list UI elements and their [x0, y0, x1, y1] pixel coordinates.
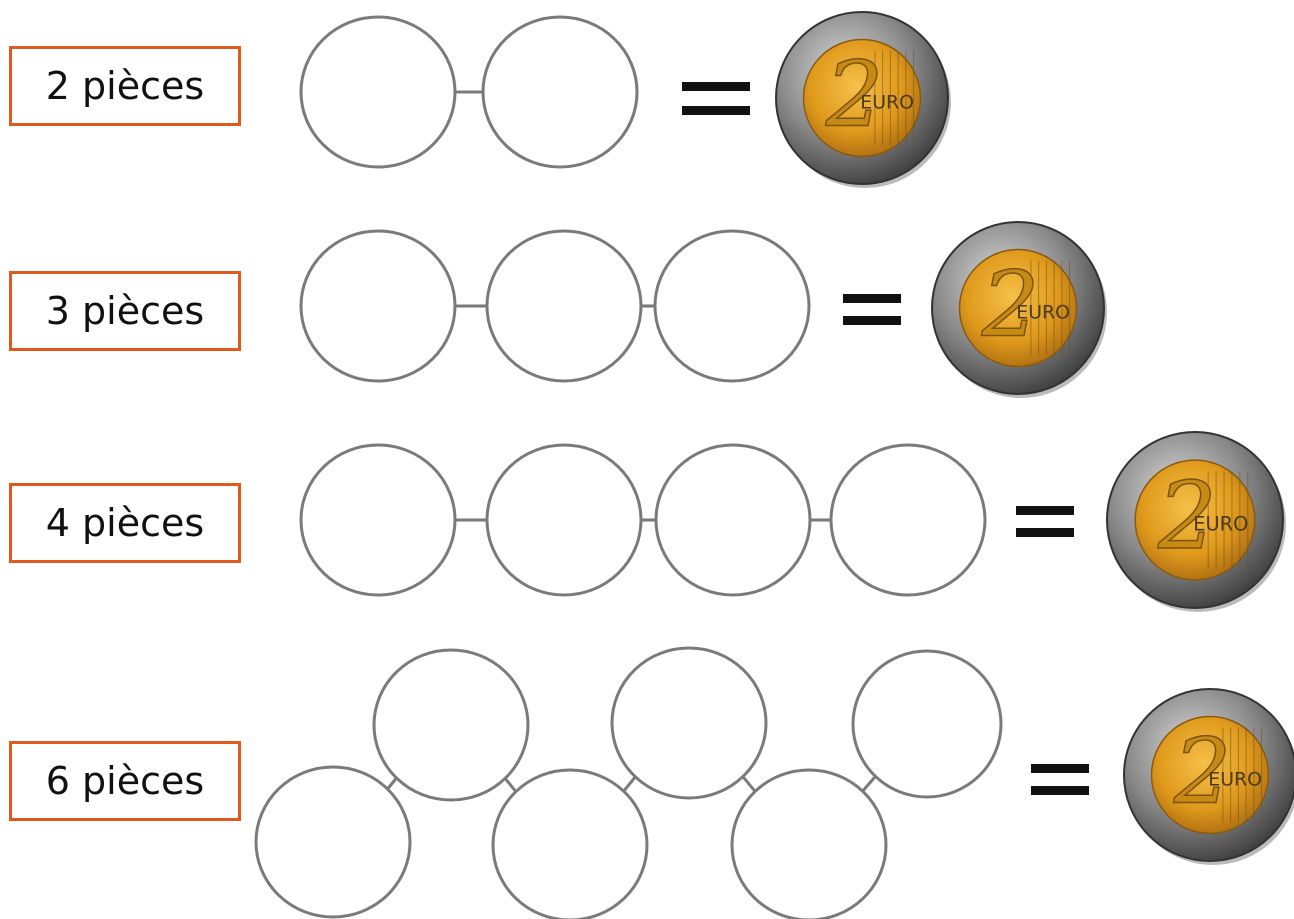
coin-value-text: 2 — [981, 253, 1039, 358]
coin-currency-text: EURO — [1016, 301, 1070, 323]
coin-gold-center — [1134, 459, 1256, 581]
empty-coin-circle-row-4-2 — [372, 648, 530, 802]
label-4-pieces-text: 4 pièces — [45, 501, 205, 545]
coin-currency-text: EURO — [1193, 513, 1248, 536]
empty-coin-circle-row-3-1 — [299, 443, 457, 597]
label-3-pieces: 3 pièces — [9, 271, 241, 351]
empty-coin-circle-row-4-6 — [851, 649, 1003, 799]
empty-coin-circle-row-3-3 — [654, 443, 812, 597]
coin-currency-text: EURO — [860, 91, 914, 113]
label-6-pieces-text: 6 pièces — [45, 759, 205, 803]
coin-value-text: 2 — [825, 43, 883, 148]
empty-coin-circle-row-4-5 — [730, 768, 888, 919]
empty-coin-circle-row-3-2 — [485, 443, 643, 597]
coin-gold-center — [802, 38, 922, 158]
empty-coin-circle-row-2-3 — [653, 229, 811, 383]
circle-connector — [621, 774, 638, 794]
circle-connector — [502, 776, 519, 794]
label-3-pieces-text: 3 pièces — [45, 289, 205, 333]
coin-currency-text: EURO — [1208, 768, 1262, 790]
empty-coin-circle-row-4-3 — [491, 768, 649, 919]
circle-connector — [740, 774, 758, 794]
coin-value-text: 2 — [1173, 720, 1231, 825]
coin-value-text: 2 — [1157, 462, 1217, 570]
label-6-pieces: 6 pièces — [9, 741, 241, 821]
empty-coin-circle-row-2-2 — [485, 229, 643, 383]
coin-gold-center — [1150, 715, 1270, 835]
circle-connector — [860, 774, 878, 794]
label-2-pieces-text: 2 pièces — [45, 64, 205, 108]
empty-coin-circle-row-2-1 — [299, 229, 457, 383]
empty-coin-circle-row-1-1 — [299, 15, 457, 169]
label-2-pieces: 2 pièces — [9, 46, 241, 126]
empty-coin-circle-row-3-4 — [829, 443, 987, 597]
coin-gold-center — [958, 248, 1078, 368]
empty-coin-circle-row-4-4 — [610, 646, 768, 800]
empty-coin-circle-row-1-2 — [481, 15, 639, 169]
empty-coin-circle-row-4-1 — [254, 765, 412, 919]
label-4-pieces: 4 pièces — [9, 483, 241, 563]
